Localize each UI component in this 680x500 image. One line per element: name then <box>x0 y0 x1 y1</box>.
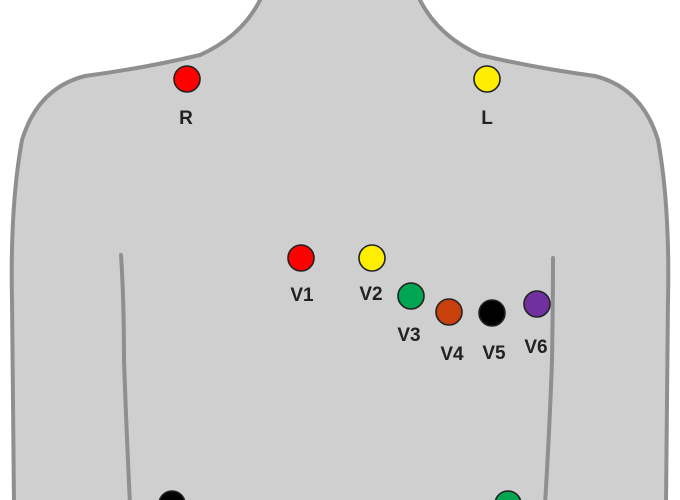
electrode-v2 <box>358 244 386 272</box>
electrode-r <box>173 65 201 93</box>
electrode-l-label: L <box>481 108 493 129</box>
electrode-l <box>473 65 501 93</box>
electrode-v2-label: V2 <box>359 284 382 305</box>
electrode-lower-left <box>494 490 522 500</box>
electrode-group: R L V1 V2 V3 V4 V5 V6 <box>158 65 551 500</box>
torso-silhouette <box>9 0 671 500</box>
electrode-v6 <box>523 290 551 318</box>
electrode-v1-label: V1 <box>290 285 314 306</box>
electrode-v3-label: V3 <box>397 325 420 346</box>
left-arm-crease <box>543 256 555 500</box>
electrode-v1 <box>287 244 315 272</box>
electrode-v6-label: V6 <box>524 337 547 358</box>
electrode-v4 <box>435 298 463 326</box>
right-arm-crease <box>119 253 132 500</box>
electrode-v3 <box>397 282 425 310</box>
electrode-v5 <box>478 299 506 327</box>
electrode-v4-label: V4 <box>440 344 464 365</box>
electrode-lower-right <box>158 490 186 500</box>
electrode-v5-label: V5 <box>482 343 506 364</box>
electrode-r-label: R <box>179 108 193 129</box>
